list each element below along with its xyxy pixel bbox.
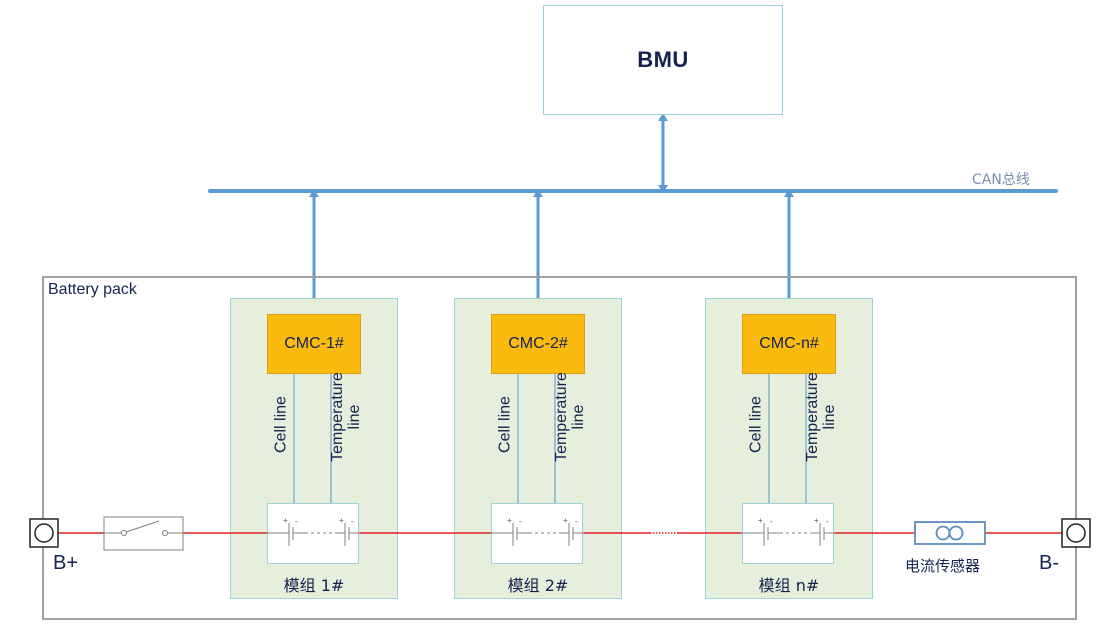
cell-plus-sign: + — [339, 516, 344, 525]
module-n-label: 模组 n# — [758, 576, 820, 595]
cell-minus-sign: - — [826, 517, 829, 526]
bmu-label: BMU — [637, 47, 689, 72]
cell-minus-sign: - — [295, 517, 298, 526]
module-2-signal-lines — [517, 374, 556, 503]
current-sensor-label: 电流传感器 — [905, 557, 981, 575]
module-n-signal-lines — [768, 374, 807, 503]
cell-plus-sign: + — [758, 516, 763, 525]
bmu-box: BMU — [543, 5, 783, 115]
cell-plus-sign: + — [563, 516, 568, 525]
battery-pack-label: Battery pack — [48, 281, 137, 298]
cell-plus-sign: + — [507, 516, 512, 525]
cmc-2-box: CMC-2# — [491, 314, 585, 374]
b-minus-terminal-icon — [1061, 518, 1091, 548]
cmc-n-box: CMC-n# — [742, 314, 836, 374]
cell-minus-sign: - — [519, 517, 522, 526]
module-2-label: 模组 2# — [507, 576, 569, 595]
cell-minus-sign: - — [770, 517, 773, 526]
cmc-n-label: CMC-n# — [759, 335, 819, 352]
current-sensor-icon — [914, 521, 986, 545]
module-1-signal-lines — [293, 374, 332, 503]
cell-plus-sign: + — [814, 516, 819, 525]
module-1-label: 模组 1# — [283, 576, 345, 595]
battery-pack-box — [42, 276, 1077, 620]
main-switch-icon — [103, 516, 184, 551]
cmc-2-label: CMC-2# — [508, 335, 568, 352]
cmc-1-box: CMC-1# — [267, 314, 361, 374]
cell-minus-sign: - — [351, 517, 354, 526]
can-bus-label: CAN总线 — [972, 172, 1030, 188]
cell-plus-sign: + — [283, 516, 288, 525]
cmc-1-label: CMC-1# — [284, 335, 344, 352]
b-plus-label: B+ — [53, 552, 79, 574]
b-minus-label: B- — [1039, 552, 1059, 574]
cell-minus-sign: - — [575, 517, 578, 526]
b-plus-terminal-icon — [29, 518, 59, 548]
